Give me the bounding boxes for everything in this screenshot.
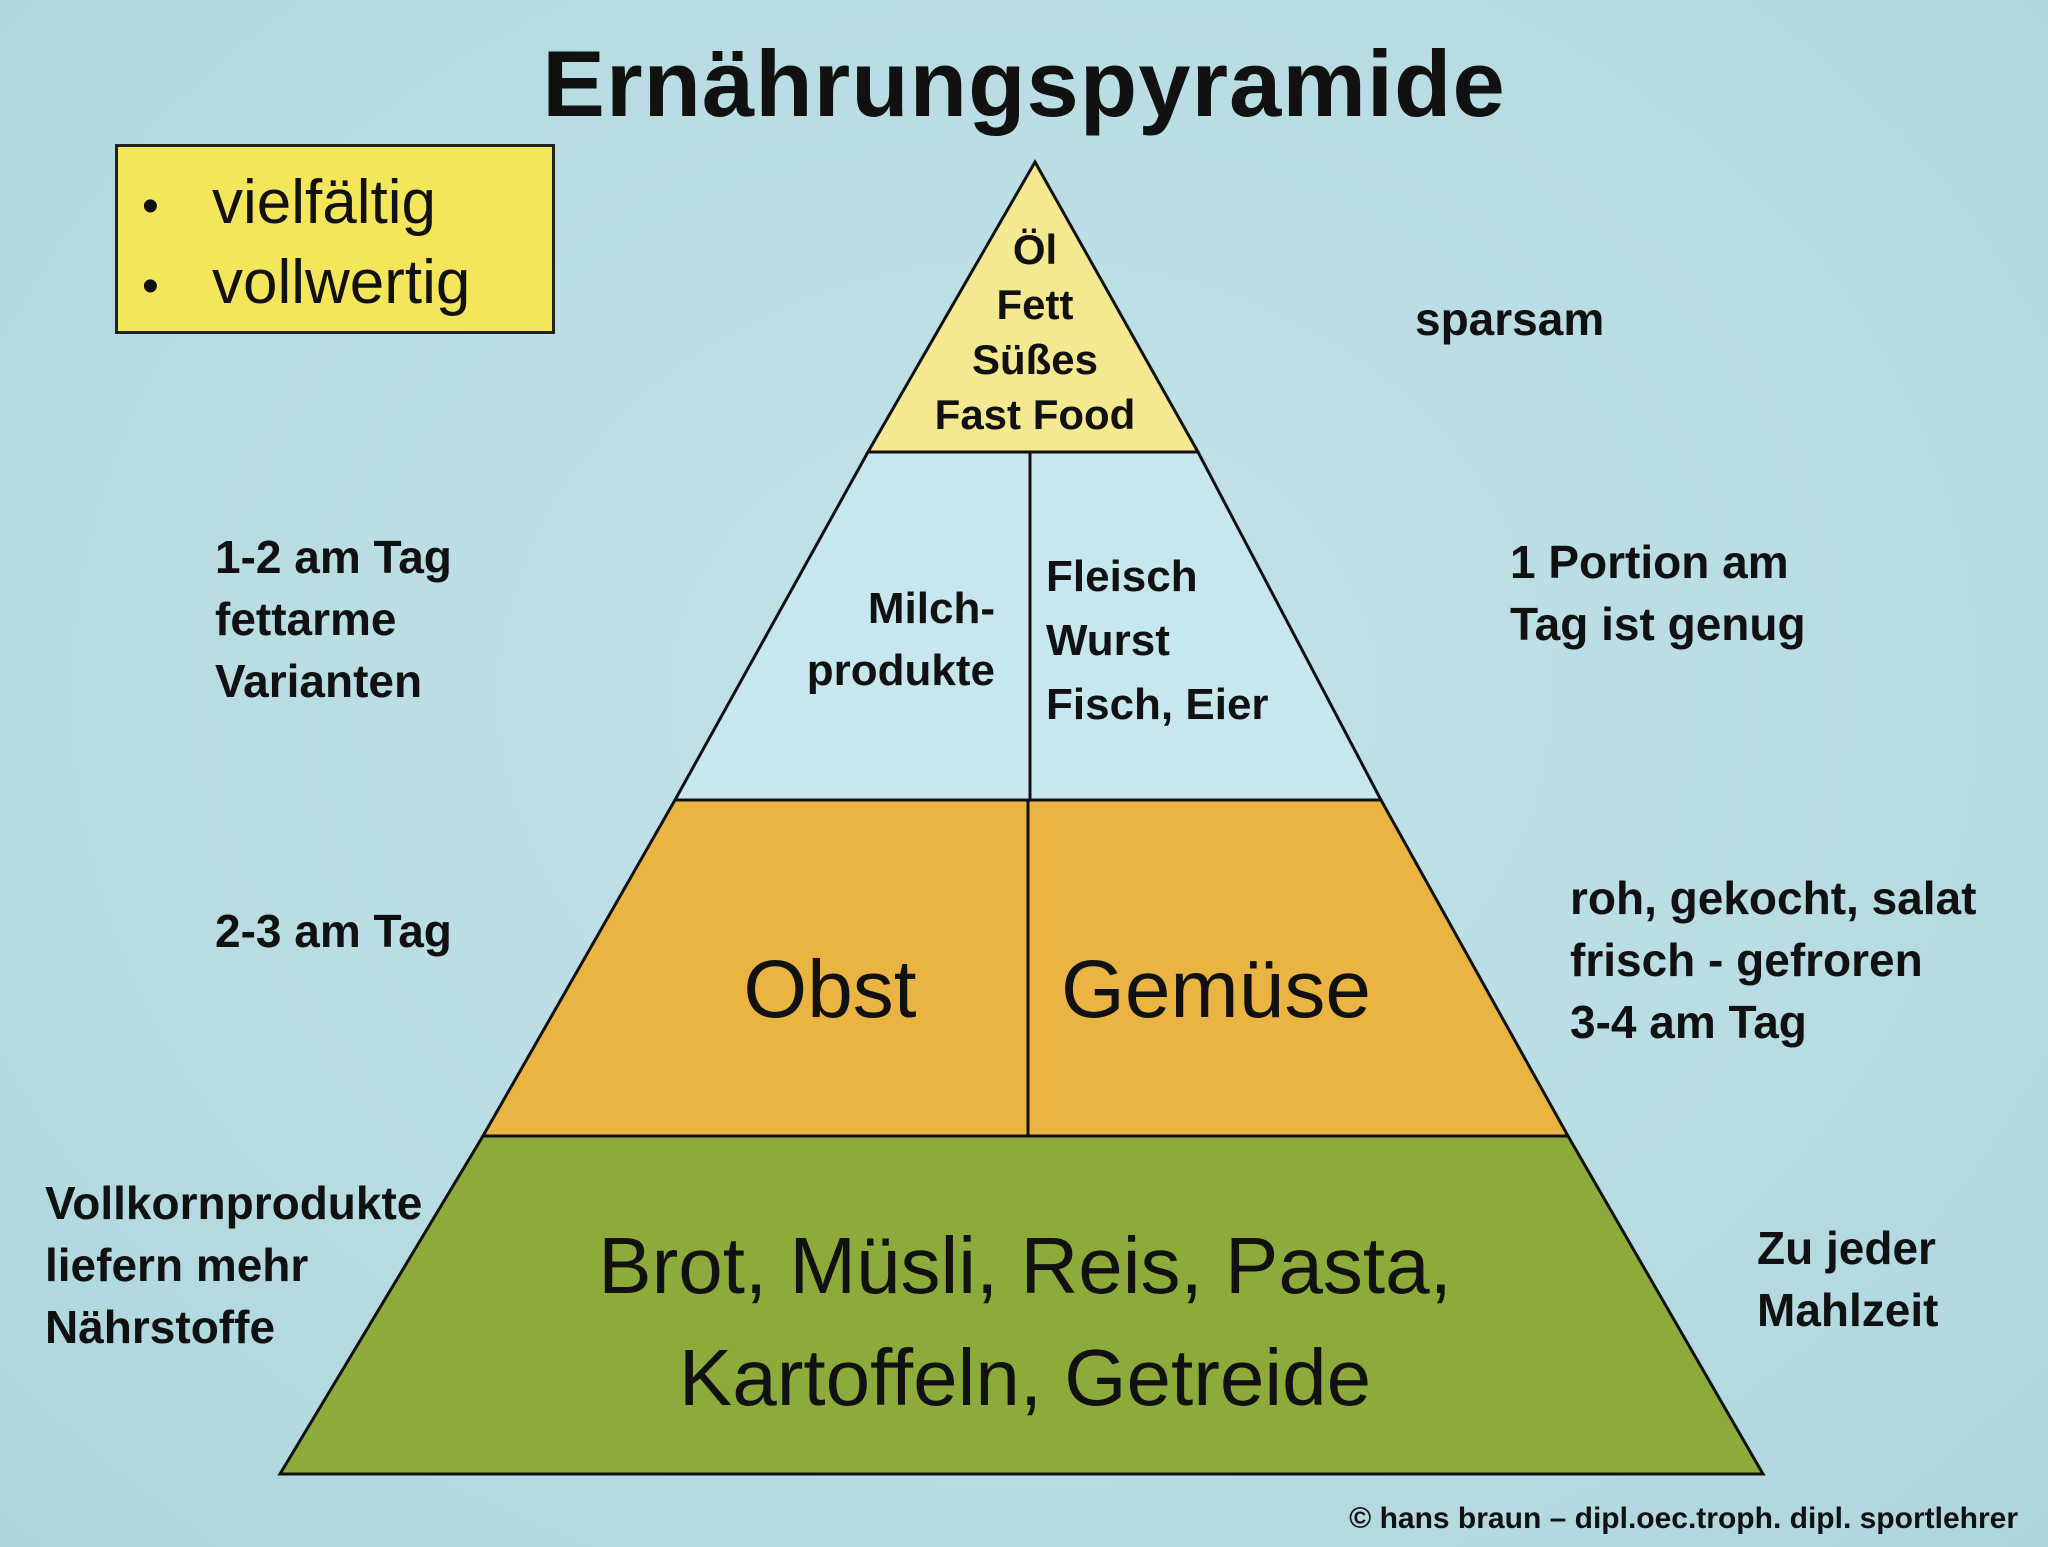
dairy-label: Milch- produkte <box>806 584 995 695</box>
note-one-portion: 1 Portion am Tag ist genug <box>1510 536 1806 650</box>
note-vegetable-prep: roh, gekocht, salat frisch - gefroren 3-… <box>1570 872 1977 1048</box>
note-sparingly: sparsam <box>1415 293 1605 345</box>
meat-fish-label: Fleisch Wurst Fisch, Eier <box>1046 552 1269 729</box>
page-title: Ernährungspyramide <box>542 31 1506 136</box>
principle-item-wholesome: •vollwertig <box>142 248 471 317</box>
principles-box: •vielfältig •vollwertig <box>115 144 555 334</box>
principle-item-varied: •vielfältig <box>142 168 436 237</box>
grains-label: Brot, Müsli, Reis, Pasta, Kartoffeln, Ge… <box>598 1221 1452 1422</box>
tier-fruit-veg <box>480 798 1571 1138</box>
fruit-label: Obst <box>743 944 917 1035</box>
note-fruit-frequency: 2-3 am Tag <box>215 905 452 957</box>
note-every-meal: Zu jeder Mahlzeit <box>1757 1222 1939 1336</box>
copyright-notice: © hans braun – dipl.oec.troph. dipl. spo… <box>1349 1502 2018 1535</box>
tier-grains <box>277 1134 1766 1476</box>
note-dairy-meat-frequency: 1-2 am Tag fettarme Varianten <box>215 531 452 707</box>
bullet-icon: • <box>142 260 159 314</box>
note-whole-grain: Vollkornprodukte liefern mehr Nährstoffe <box>45 1177 423 1353</box>
tier-top-label: Öl Fett Süßes Fast Food <box>934 226 1136 438</box>
vegetables-label: Gemüse <box>1061 944 1371 1035</box>
bullet-icon: • <box>142 180 159 234</box>
